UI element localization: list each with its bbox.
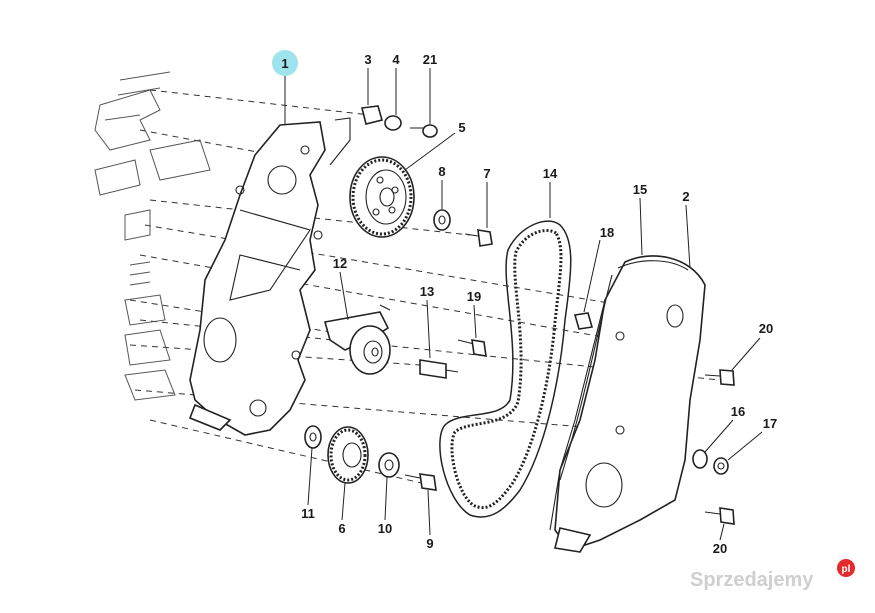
watermark-badge (837, 559, 855, 577)
callout-11: 11 (301, 506, 315, 521)
callout-2: 2 (682, 189, 689, 204)
cover-fasteners (692, 369, 735, 525)
callout-13: 13 (420, 284, 434, 299)
callout-14: 14 (543, 166, 558, 181)
top-fasteners (329, 105, 438, 166)
front-timing-cover (549, 255, 706, 553)
callout-7: 7 (483, 166, 490, 181)
callout-12: 12 (333, 256, 347, 271)
washer-bolt-upper (433, 209, 493, 247)
timing-belt (439, 220, 572, 518)
callout-20-upper: 20 (759, 321, 773, 336)
leader-lines (284, 68, 763, 541)
callout-19: 19 (467, 289, 481, 304)
crankshaft-sprocket (304, 425, 437, 491)
watermark-text: Sprzedajemy (690, 569, 814, 591)
callout-4: 4 (392, 52, 400, 67)
watermark-badge-text: pl (842, 564, 851, 575)
tensioner-stud (419, 339, 487, 379)
callout-5: 5 (458, 120, 465, 135)
callout-3: 3 (364, 52, 371, 67)
callout-6: 6 (338, 521, 345, 536)
rear-timing-cover (188, 121, 326, 436)
callout-labels: 1 3 4 21 5 8 7 14 15 2 18 12 13 19 20 16… (272, 50, 777, 556)
watermark: Sprzedajemy pl (690, 559, 855, 591)
callout-18: 18 (600, 225, 614, 240)
callout-10: 10 (378, 521, 392, 536)
callout-1-highlight (272, 50, 298, 76)
callout-21: 21 (423, 52, 437, 67)
belt-tensioner (323, 304, 391, 375)
callout-8-upper: 8 (438, 164, 445, 179)
engine-block-sketch (94, 71, 211, 401)
bolt-18 (573, 312, 594, 330)
callout-1: 1 (281, 56, 288, 71)
callout-17: 17 (763, 416, 777, 431)
callout-16: 16 (731, 404, 745, 419)
callout-15: 15 (633, 182, 647, 197)
camshaft-sprocket (349, 156, 415, 238)
callout-9: 9 (426, 536, 433, 551)
callout-20-lower: 20 (713, 541, 727, 556)
